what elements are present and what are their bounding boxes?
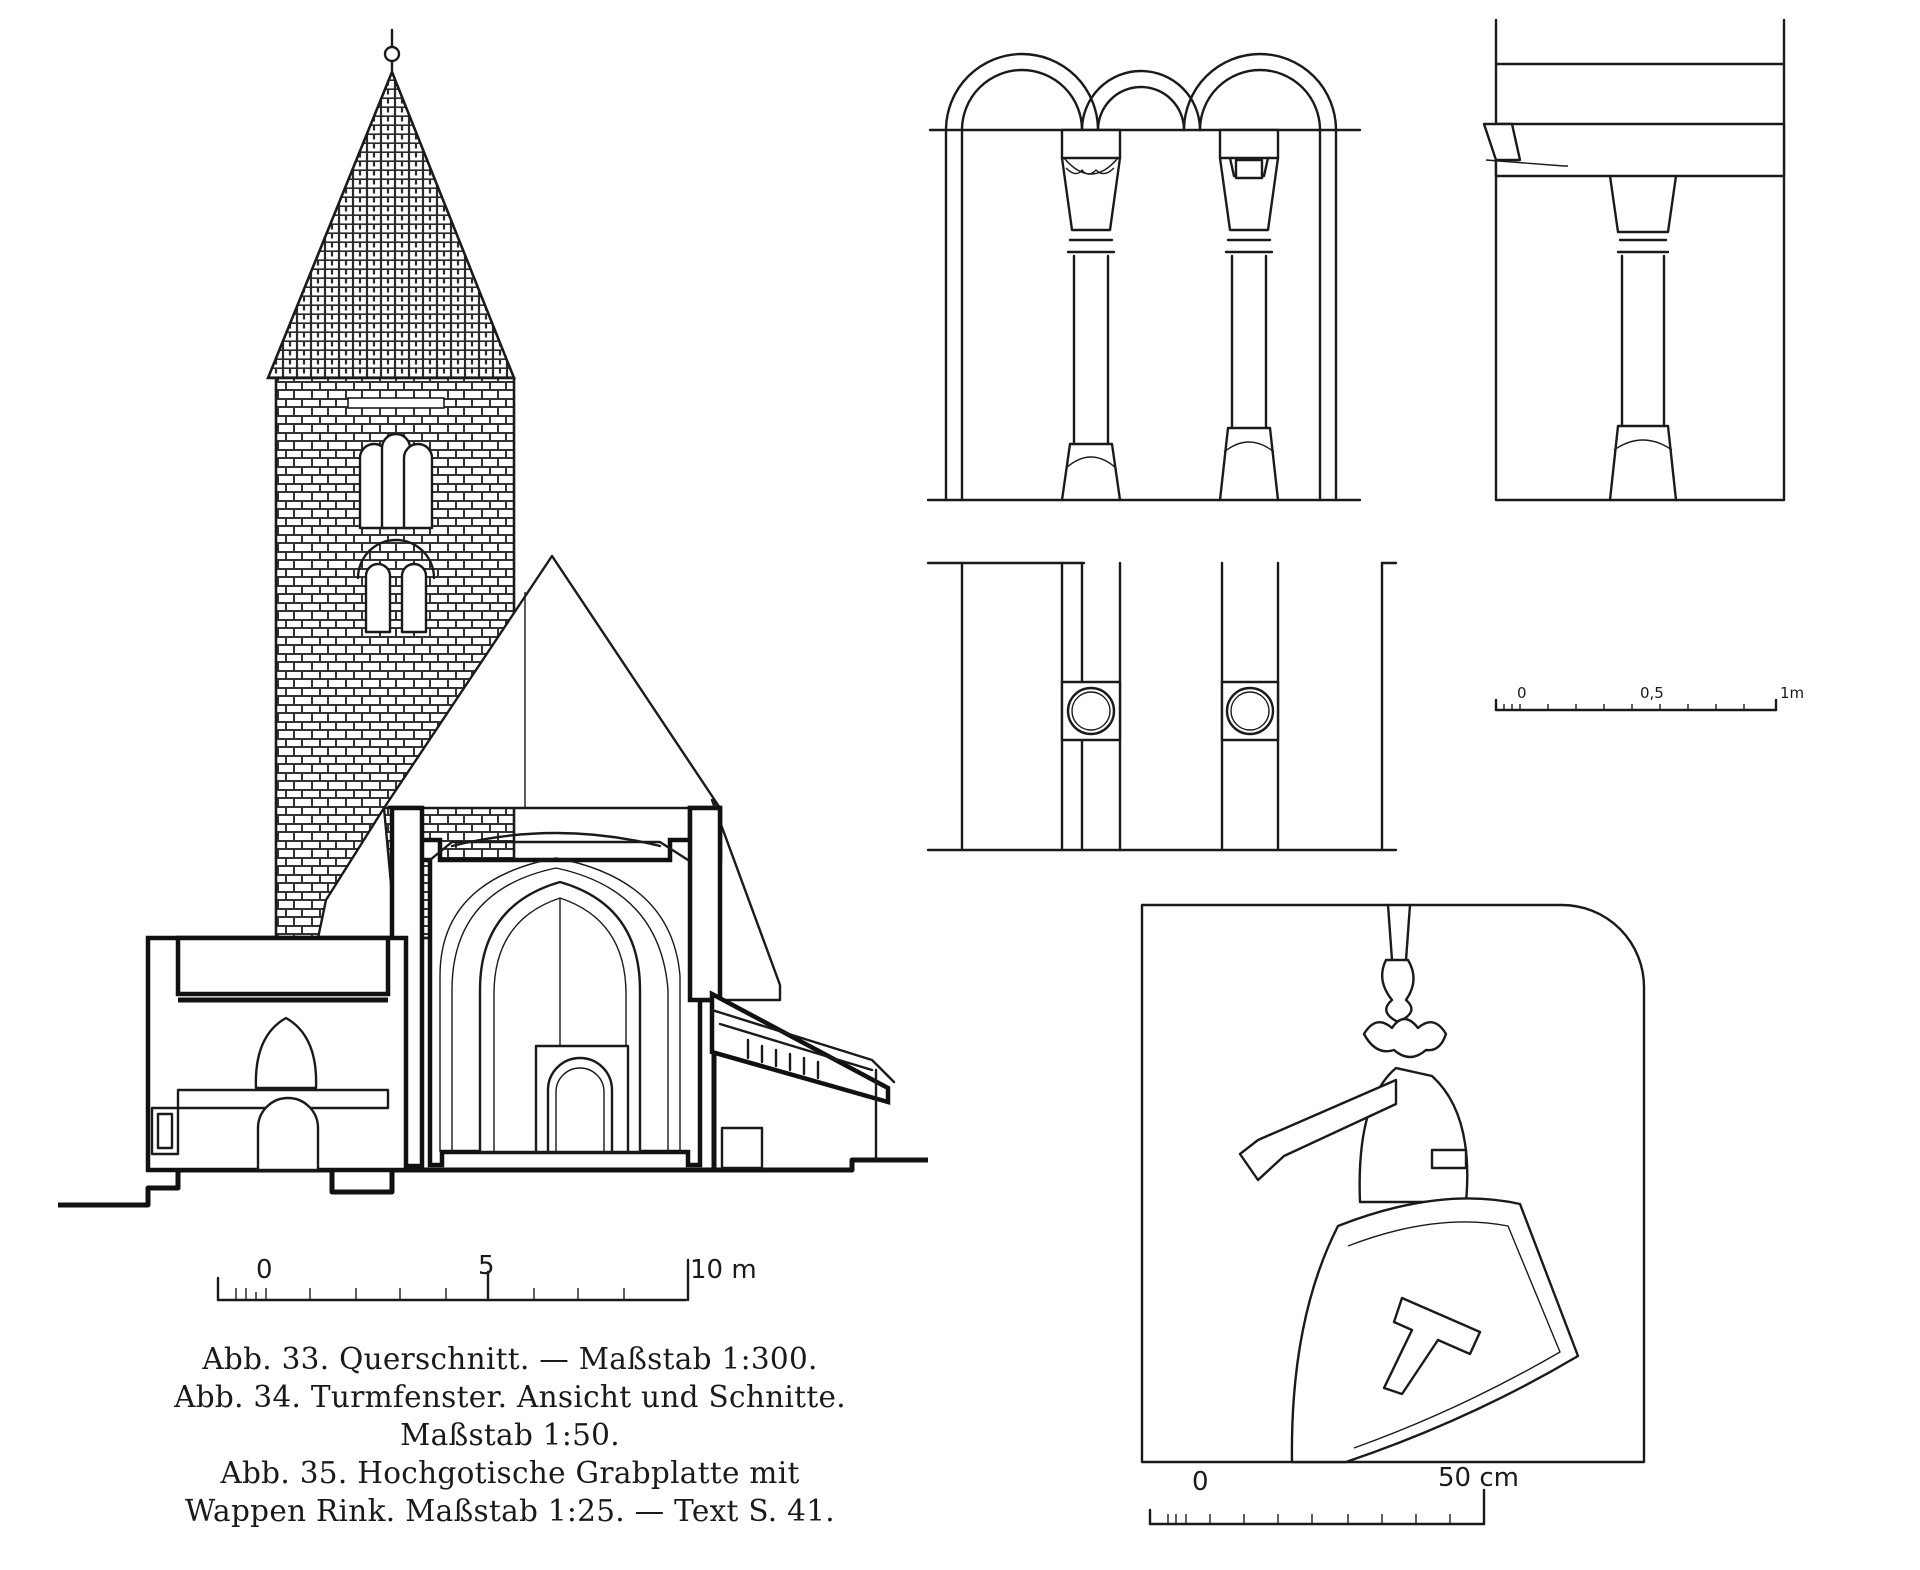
scale-window-end: 1m bbox=[1780, 684, 1804, 702]
figure-caption: Abb. 33. Querschnitt. — Maßstab 1:300. A… bbox=[130, 1340, 890, 1530]
tower-window-elevation bbox=[926, 52, 1362, 502]
caption-line-5: Wappen Rink. Maßstab 1:25. — Text S. 41. bbox=[185, 1494, 835, 1528]
tower-window-lower bbox=[356, 538, 436, 634]
caption-line-4: Abb. 35. Hochgotische Grabplatte mit bbox=[220, 1456, 800, 1490]
caption-line-1: Abb. 33. Querschnitt. — Maßstab 1:300. bbox=[202, 1342, 818, 1376]
scale-section-end: 10 m bbox=[690, 1255, 757, 1285]
caption-line-2: Abb. 34. Turmfenster. Ansicht und Schnit… bbox=[174, 1380, 846, 1414]
left-colonnette bbox=[1060, 128, 1122, 502]
crest-knot bbox=[1380, 958, 1415, 1024]
ground-line bbox=[58, 1157, 928, 1208]
scale-window-start: 0 bbox=[1517, 684, 1527, 702]
scale-bar-slab: 0 50 cm bbox=[1148, 1463, 1519, 1526]
tower-window-plan bbox=[926, 561, 1398, 852]
church-cross-section bbox=[58, 28, 928, 1208]
scale-bar-section: 0 5 10 m bbox=[216, 1251, 757, 1302]
right-colonnette bbox=[1218, 128, 1280, 502]
scale-window-mid: 0,5 bbox=[1640, 684, 1664, 702]
nave-gable bbox=[382, 554, 722, 810]
tower-frieze bbox=[347, 397, 445, 409]
nave-section bbox=[387, 805, 723, 1169]
crest-mantling bbox=[1362, 1017, 1448, 1059]
helm-horn bbox=[1238, 1078, 1398, 1182]
tower-spire bbox=[266, 68, 516, 380]
tower-window-upper bbox=[358, 432, 434, 530]
scale-slab-start: 0 bbox=[1192, 1467, 1209, 1497]
right-lean-to bbox=[709, 990, 896, 1170]
shield-charge bbox=[1382, 1296, 1482, 1396]
scale-bar-window: 0 0,5 1m bbox=[1494, 684, 1804, 712]
scale-section-mid: 5 bbox=[478, 1251, 495, 1281]
tower-finial bbox=[383, 28, 401, 74]
tower-window-section bbox=[1482, 18, 1786, 502]
caption-line-3: Maßstab 1:50. bbox=[400, 1418, 620, 1452]
helm-visor bbox=[1430, 1148, 1468, 1170]
scale-section-start: 0 bbox=[256, 1255, 273, 1285]
tomb-slab bbox=[1140, 903, 1646, 1464]
scale-slab-end: 50 cm bbox=[1438, 1463, 1519, 1493]
left-annex bbox=[145, 935, 409, 1173]
